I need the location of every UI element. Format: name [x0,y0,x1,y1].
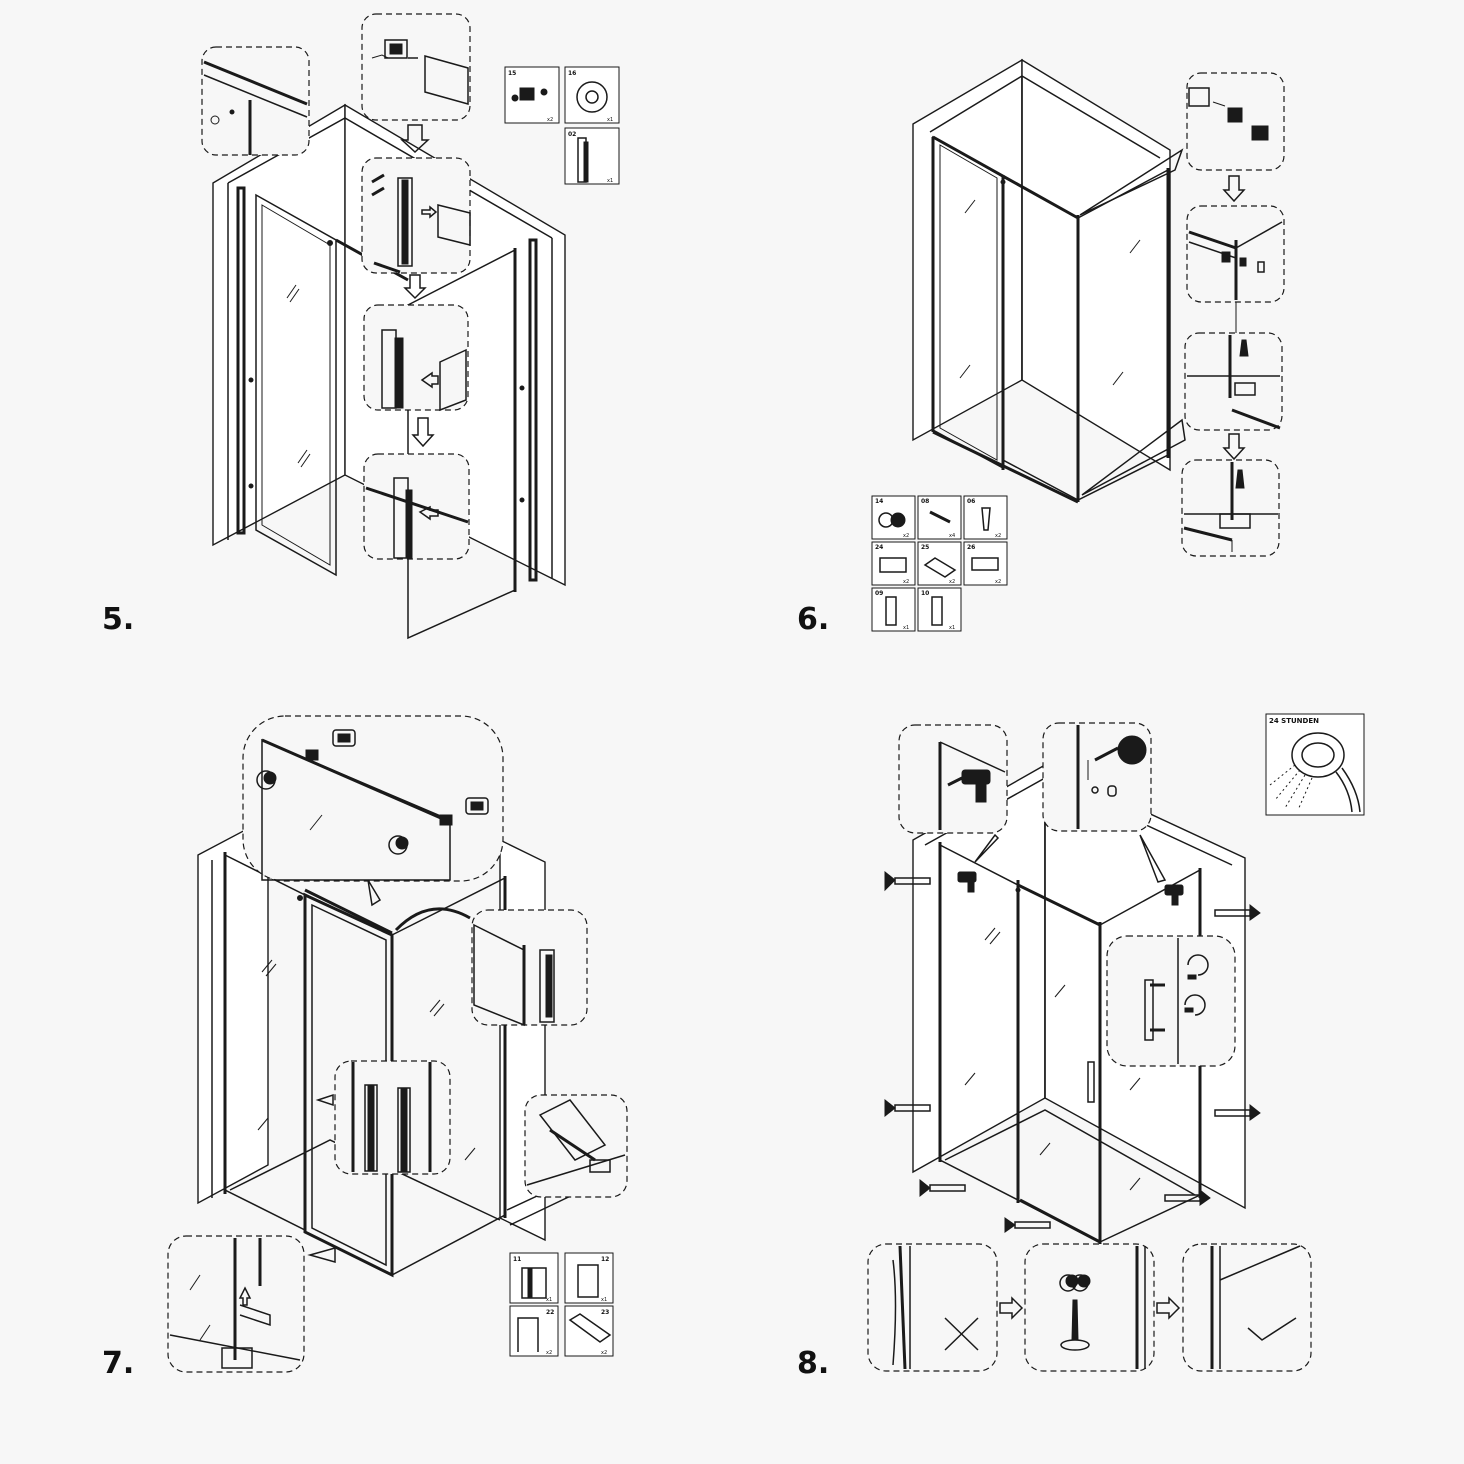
step-6-parts: 14 x2 08 x4 06 x2 24 x2 25 x2 26 x2 09 [871,495,1008,632]
part-qty: x1 [601,1297,607,1303]
part-id: 16 [568,70,576,77]
part-id: 15 [508,70,516,77]
cross-icon [944,1317,979,1351]
part-id: 11 [513,1256,521,1263]
part-qty: x1 [546,1297,552,1303]
part-id: 22 [546,1309,554,1316]
part-id: 14 [875,498,883,505]
part-qty: x4 [949,533,955,539]
part-qty: x1 [607,117,613,123]
part-id: 24 [875,544,883,551]
part-qty: x2 [903,579,909,585]
step-6-illustration: 14 x2 08 x4 06 x2 24 x2 25 x2 26 x2 09 [871,58,1285,632]
silicone-gun-icon [884,870,1261,1233]
part-id: 09 [875,590,883,597]
step-number-6: 6. [797,602,830,637]
step-5-parts: 15 x2 16 x1 02 x1 [504,66,620,185]
part-id: 23 [601,1309,609,1316]
part-qty: x2 [995,533,1001,539]
step-7-parts: 11 x1 12 x1 22 x2 23 x2 [509,1252,614,1357]
step-7-illustration: 11 x1 12 x1 22 x2 23 x2 [167,715,628,1373]
part-qty: x2 [995,579,1001,585]
check-icon [1247,1317,1297,1341]
part-id: 10 [921,590,929,597]
part-qty: x1 [949,625,955,631]
step-number-5: 5. [102,602,135,637]
part-qty: x2 [547,117,553,123]
part-id: 06 [967,498,975,505]
shower-head-icon [1269,732,1361,813]
step-5-illustration: 15 x2 16 x1 02 x1 [201,13,620,640]
part-id: 08 [921,498,929,505]
step-8-illustration: 24 STUNDEN [867,713,1365,1372]
part-id: 26 [967,544,975,551]
part-qty: x1 [607,178,613,184]
part-qty: x2 [949,579,955,585]
part-qty: x2 [601,1350,607,1356]
part-qty: x1 [903,625,909,631]
part-qty: x2 [546,1350,552,1356]
part-id: 02 [568,131,576,138]
part-qty: x2 [903,533,909,539]
step-number-7: 7. [102,1346,135,1381]
step-number-8: 8. [797,1346,830,1381]
cure-time-label: 24 STUNDEN [1269,717,1319,725]
part-id: 25 [921,544,929,551]
part-id: 12 [601,1256,609,1263]
